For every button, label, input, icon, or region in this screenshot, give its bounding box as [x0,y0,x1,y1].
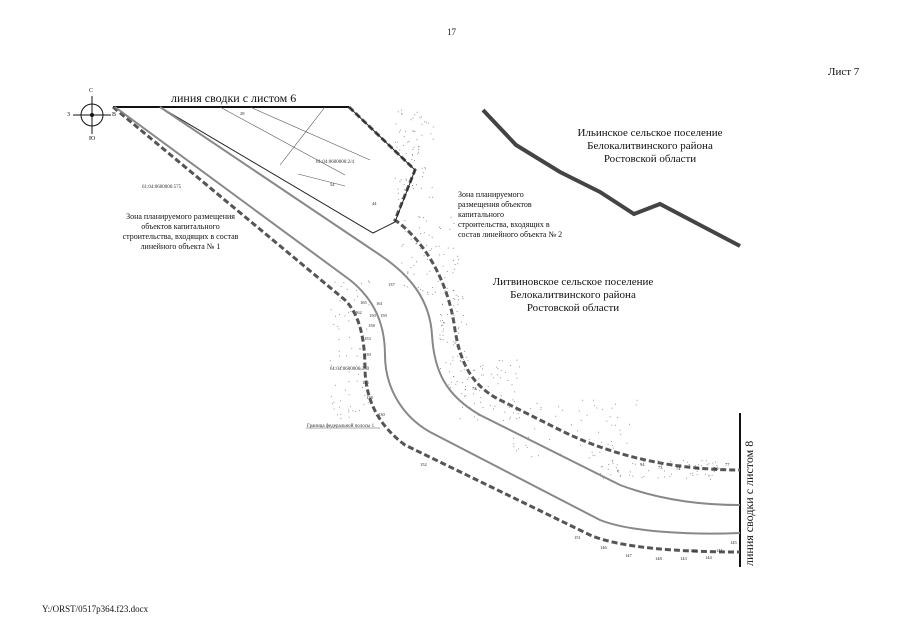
point-number: 28 [240,111,245,116]
merge-line-top-label: линия сводки с листом 6 [171,91,297,105]
point-number: 147 [625,553,632,558]
point-number: 137 [388,282,395,287]
zone2-outline [159,106,416,234]
point-number: 150 [369,313,376,318]
point-number: 75 [695,466,700,471]
point-number: 148 [655,556,662,561]
area-label-ilyinskoe: Ильинское сельское поселение Белокалитви… [577,127,723,165]
point-number: 138 [366,395,373,400]
cross-line-2 [297,173,346,187]
point-number: 125 [362,380,369,385]
point-number: 74 [676,466,681,471]
point-number: 146 [600,545,607,550]
point-number: 77 [725,462,730,467]
sheet-label: Лист 7 [828,66,860,78]
zone-boundary-right [347,105,741,472]
compass-east-label: В [112,112,117,118]
point-number: 145 [730,540,737,545]
area-label-litvinovskoe: Литвиновское сельское поселение Белокали… [492,276,654,314]
point-number: 139 [364,352,371,357]
road-axis-line-2 [249,106,371,161]
road-edge-outer [114,106,741,535]
point-number: 144 [705,555,712,560]
cadastral-label-1: 61:04:0600006:2/4 [316,160,355,165]
zone2-label: Зона планируемого размещения объектов ка… [458,190,563,239]
road-edge-inner [159,106,741,506]
compass-south-label: Ю [89,136,96,142]
point-number: 152 [420,462,427,467]
point-number: 73 [658,465,663,470]
point-number: 158 [368,323,375,328]
point-number: 151 [574,535,581,540]
compass-north-label: С [89,88,94,94]
point-number: 143 [680,556,687,561]
compass-west-label: З [67,112,71,118]
cross-line [279,106,326,166]
point-number: 130 [378,412,385,417]
district-border [481,108,741,248]
merge-line-right-label: линия сводки с листом 8 [742,440,756,566]
zone-boundary-left [112,105,741,554]
point-number: 159 [380,313,387,318]
point-number: 161 [376,301,383,306]
point-number: 165 [360,300,367,305]
zone1-label: Зона планируемого размещения объектов ка… [122,212,239,251]
point-number: 72 [472,386,477,391]
point-number: 153 [364,336,371,341]
cadastral-label-3: 61:04:0600006:250 [330,367,370,372]
point-number: 94 [640,462,645,467]
cadastral-label-2: 61:04:0600006:575 [142,185,182,190]
page-number: 17 [447,27,456,37]
road-axis-line [219,106,346,176]
compass-rose [73,96,111,134]
point-number: 54 [330,182,335,187]
point-number: 141 [716,548,723,553]
point-number: 44 [372,201,377,206]
boundary-label: Граница федеральной полосы 1 [307,424,375,429]
point-number: 76 [713,466,718,471]
point-number: 162 [355,310,362,315]
point-number: 142 [690,548,697,553]
terrain-stipple [329,109,720,480]
footer-file-path: Y:/ORST/0517p364.f23.docx [42,604,149,614]
